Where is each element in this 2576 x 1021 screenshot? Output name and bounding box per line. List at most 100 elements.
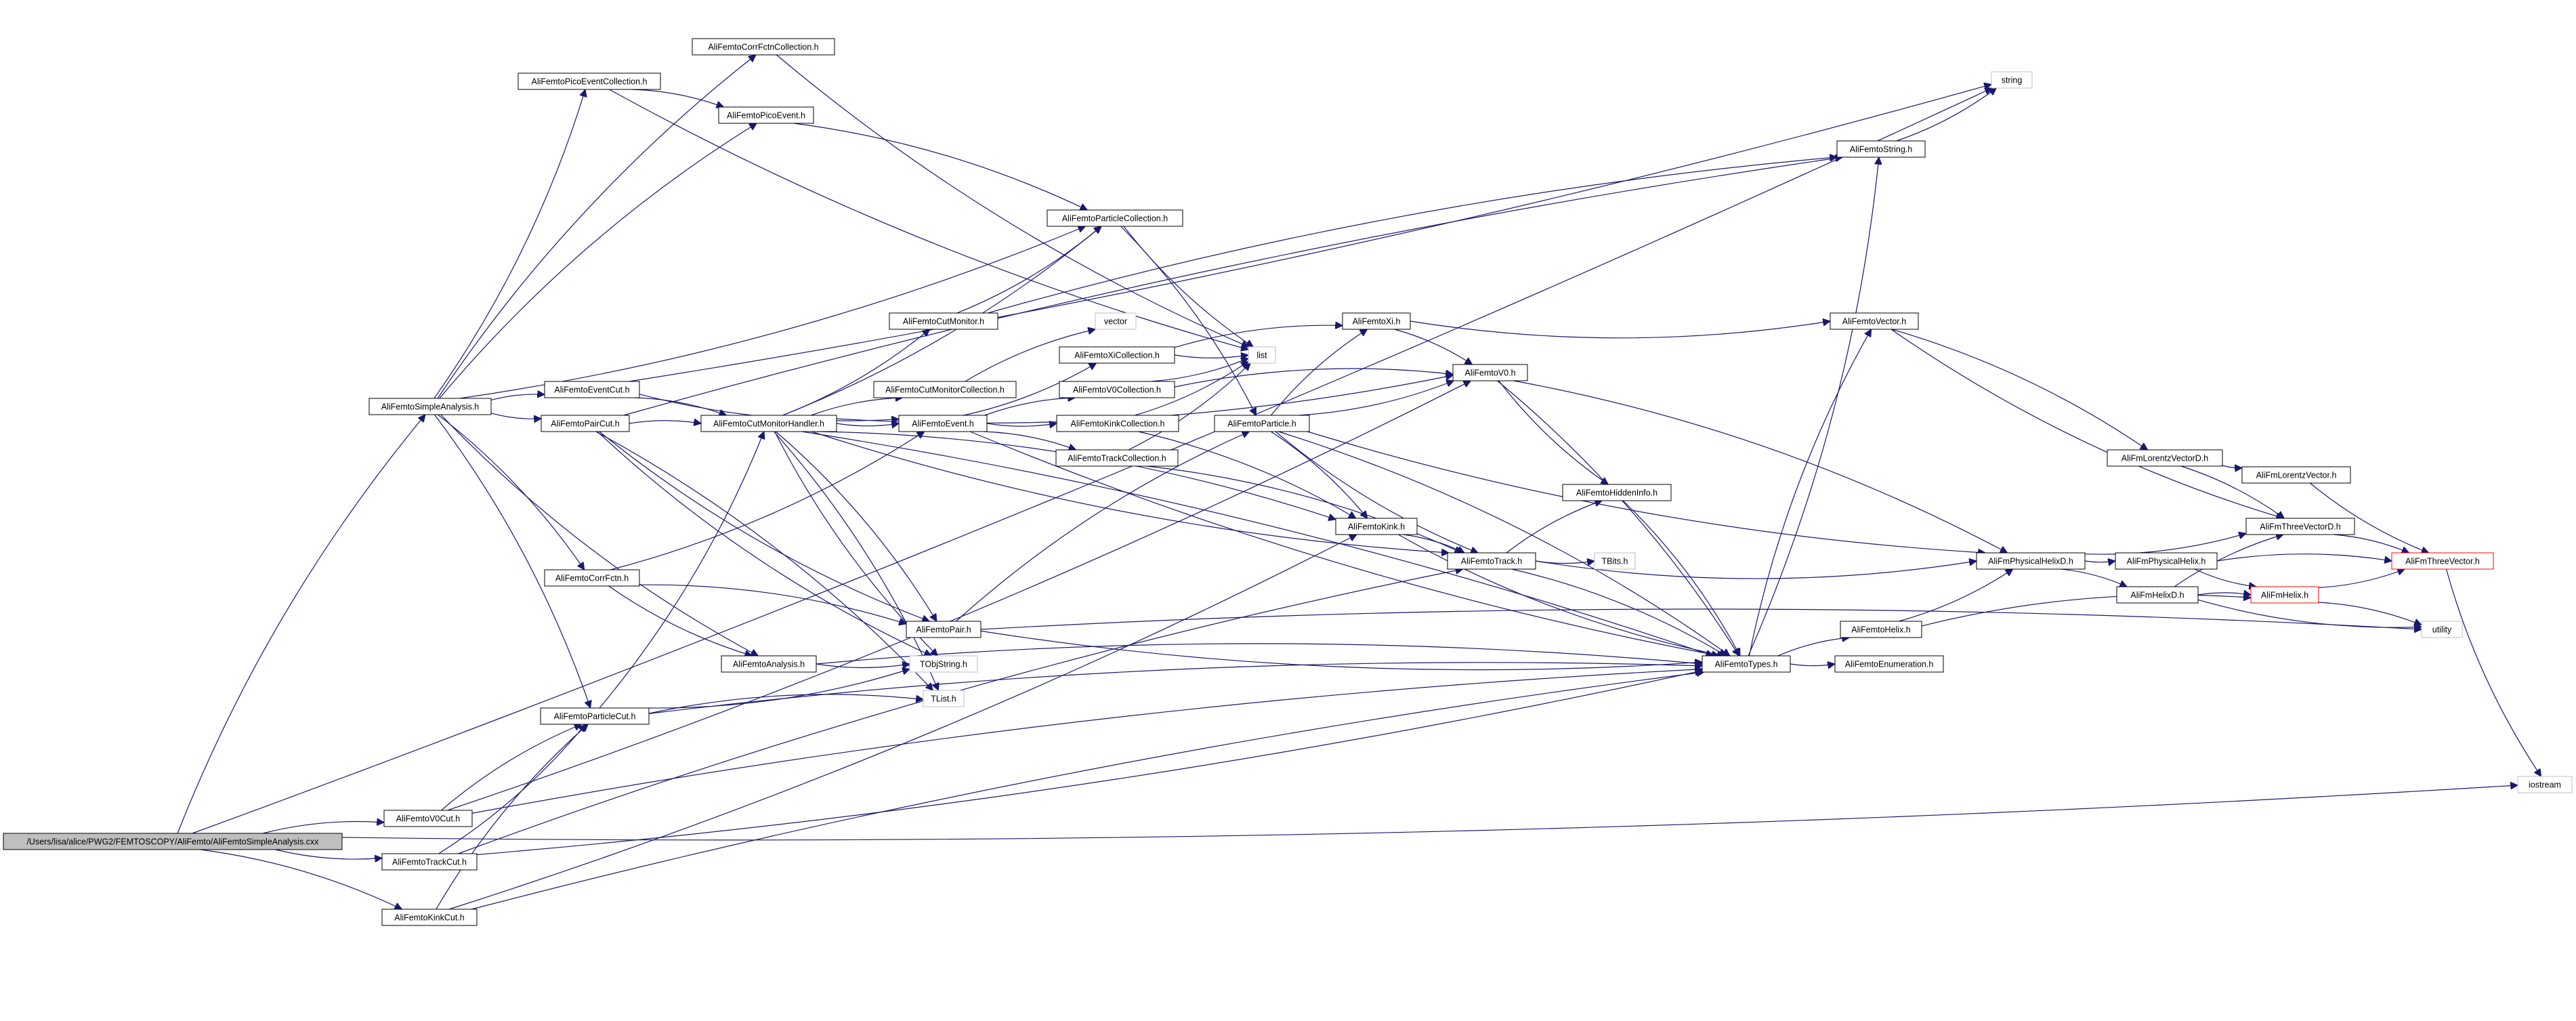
node-vector: vector [1095,312,1137,330]
node-label: AliFemtoCutMonitorHandler.h [713,419,824,429]
node-femstring[interactable]: AliFemtoString.h [1836,140,1926,158]
edge-partcoll-to-list [1123,226,1253,347]
edge-partcut-to-cutmonh [599,432,764,709]
node-physhelix[interactable]: AliFmPhysicalHelix.h [2115,552,2218,570]
node-box [923,690,965,707]
edge-particle-to-types [1278,431,1730,656]
node-lorentz[interactable]: AliFmLorentzVector.h [2241,466,2351,484]
node-partcut[interactable]: AliFemtoParticleCut.h [540,707,650,725]
node-label: AliFemtoString.h [1850,145,1912,154]
node-corrfctn[interactable]: AliFemtoCorrFctn.h [544,569,640,587]
node-v0coll[interactable]: AliFemtoV0Collection.h [1059,381,1175,398]
edge-picocoll-to-list [609,89,1249,350]
node-label: AliFemtoCorrFctnCollection.h [708,43,818,52]
node-label: AliFmThreeVector.h [2405,557,2480,566]
edge-partcut-to-tobjstring [648,669,910,709]
node-types[interactable]: AliFemtoTypes.h [1702,655,1791,673]
node-femvector[interactable]: AliFemtoVector.h [1830,312,1919,330]
node-track[interactable]: AliFemtoTrack.h [1447,552,1536,570]
edge-femstring-to-string [1896,88,1997,142]
node-helixd[interactable]: AliFmHelixD.h [2116,586,2199,604]
node-label: AliFmHelixD.h [2130,591,2184,600]
node-box [1834,655,1944,673]
edge-physhelix-to-fmhelix [2194,568,2256,587]
node-label: AliFemtoTrackCut.h [392,858,467,867]
node-label: AliFemtoSimpleAnalysis.h [381,402,480,412]
edge-paircut-to-femstring [623,157,1843,416]
node-v0cut[interactable]: AliFemtoV0Cut.h [383,810,473,827]
node-corrcoll[interactable]: AliFemtoCorrFctnCollection.h [692,38,835,56]
node-box [2421,621,2463,638]
node-box [518,72,661,90]
node-label: AliFmLorentzVector.h [2256,471,2337,480]
node-picocoll[interactable]: AliFemtoPicoEventCollection.h [518,72,661,90]
node-helix[interactable]: AliFemtoHelix.h [1840,621,1922,638]
edge-v0-to-hidden [1498,380,1609,484]
node-event[interactable]: AliFemtoEvent.h [898,415,988,432]
edge-cutmon-to-partcoll [956,226,1101,314]
node-xicoll[interactable]: AliFemtoXiCollection.h [1059,346,1175,364]
edge-paircut-to-cutmonh [629,421,701,423]
node-label: iostream [2529,780,2561,790]
node-pico[interactable]: AliFemtoPicoEvent.h [718,106,814,124]
edge-trackcut-to-partcut [438,724,586,854]
edge-types-to-helix [1777,638,1849,657]
node-box [1840,621,1922,638]
edge-simple-to-analysis [440,414,758,656]
node-enum[interactable]: AliFemtoEnumeration.h [1834,655,1944,673]
node-box [2116,586,2199,604]
edge-picocoll-to-pico [631,89,724,107]
edge-root-to-trackcut [275,849,382,859]
node-simple[interactable]: AliFemtoSimpleAnalysis.h [368,398,492,415]
node-box [898,415,988,432]
node-cutmonh[interactable]: AliFemtoCutMonitorHandler.h [700,415,837,432]
edge-fmhelix-to-three [2318,569,2405,588]
edge-root-to-simple [177,415,425,834]
edge-kink-to-track [1403,534,1464,553]
node-xi[interactable]: AliFemtoXi.h [1342,312,1411,330]
node-three[interactable]: AliFmThreeVector.h [2391,552,2494,570]
node-hidden[interactable]: AliFemtoHiddenInfo.h [1562,484,1672,501]
edge-particle-to-v0 [1298,381,1454,416]
edge-particle-to-xi [1270,329,1367,416]
node-label: AliFemtoTypes.h [1714,660,1777,669]
node-analysis[interactable]: AliFemtoAnalysis.h [721,655,817,673]
node-evcut[interactable]: AliFemtoEventCut.h [544,381,640,398]
node-paircut[interactable]: AliFemtoPairCut.h [541,415,630,432]
node-threed[interactable]: AliFmThreeVectorD.h [2245,518,2355,535]
node-trackcut[interactable]: AliFemtoTrackCut.h [381,853,478,871]
node-fmhelix[interactable]: AliFmHelix.h [2250,586,2319,604]
node-box [544,381,640,398]
node-cutmon[interactable]: AliFemtoCutMonitor.h [889,312,998,330]
node-kink[interactable]: AliFemtoKink.h [1335,518,1418,535]
edge-corrfctn-to-pair [639,584,906,624]
node-kinkcut[interactable]: AliFemtoKinkCut.h [381,909,478,926]
edge-partcut-to-tlist [648,694,923,714]
node-v0[interactable]: AliFemtoV0.h [1452,364,1528,381]
edge-simple-to-corrfctn [437,414,584,570]
edge-cutmonh-to-cutmon [782,329,930,416]
edge-track-to-hidden [1506,501,1602,554]
node-label: AliFemtoParticle.h [1227,419,1296,429]
edge-cutmonh-to-tlist [774,431,939,690]
node-box [1562,484,1672,501]
node-kinkcoll[interactable]: AliFemtoKinkCollection.h [1056,415,1179,432]
edge-cutmonh-to-track [811,431,1449,553]
node-physhelixd[interactable]: AliFmPhysicalHelixD.h [1976,552,2086,570]
node-pair[interactable]: AliFemtoPair.h [906,621,981,638]
edge-event-to-v0coll [984,398,1076,416]
node-lorentzd[interactable]: AliFmLorentzVectorD.h [2107,449,2223,467]
node-trackcoll[interactable]: AliFemtoTrackCollection.h [1055,449,1179,467]
node-partcoll[interactable]: AliFemtoParticleCollection.h [1047,209,1183,227]
node-label: AliFemtoParticleCut.h [554,712,636,722]
node-particle[interactable]: AliFemtoParticle.h [1214,415,1310,432]
node-tobjstring: TObjString.h [909,655,978,673]
node-label: list [1257,351,1267,360]
node-label: AliFemtoAnalysis.h [733,660,805,669]
node-box [2107,449,2223,467]
edge-xicoll-to-xi [1174,325,1343,348]
edge-types-to-enum [1790,664,1835,666]
node-cutmoncoll[interactable]: AliFemtoCutMonitorCollection.h [873,381,1017,398]
edge-analysis-to-types [816,643,1702,664]
edge-cutmonh-to-pair [775,431,937,621]
